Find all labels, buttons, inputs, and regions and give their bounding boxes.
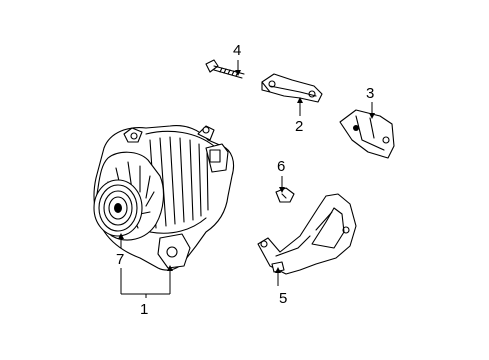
- callout-7: 7: [116, 251, 124, 268]
- alternator-assembly: [93, 125, 235, 271]
- bracket-part-5: [257, 193, 357, 275]
- callout-6: 6: [277, 158, 285, 175]
- bolt-part-4: [205, 59, 245, 79]
- bracket-part-3: [339, 109, 395, 159]
- callout-4: 4: [233, 42, 241, 59]
- nut-part-6: [275, 187, 295, 203]
- bracket-part-2: [261, 73, 323, 103]
- leader-lines: [118, 60, 375, 298]
- callout-2: 2: [295, 118, 303, 135]
- callout-5: 5: [279, 290, 287, 307]
- callout-3: 3: [366, 85, 374, 102]
- callout-1: 1: [140, 301, 148, 318]
